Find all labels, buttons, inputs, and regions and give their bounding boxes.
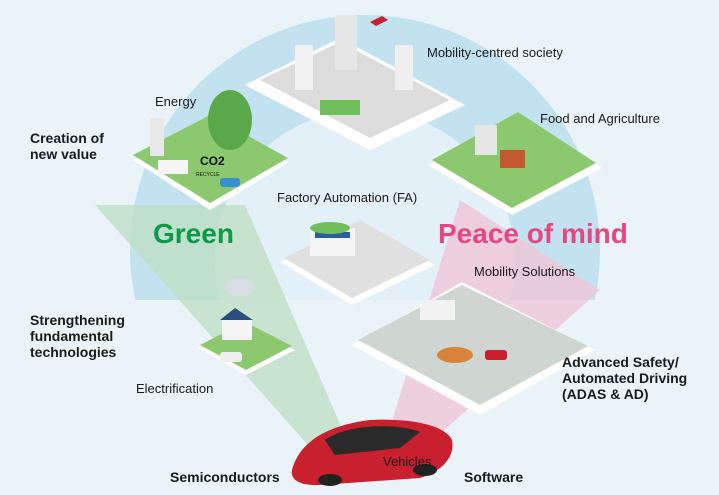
label-factory-automation: Factory Automation (FA) bbox=[277, 190, 418, 205]
co2-text: CO2 bbox=[200, 154, 225, 168]
label-vehicles: Vehicles bbox=[383, 454, 432, 469]
label-adas: Advanced Safety/ Automated Driving (ADAS… bbox=[562, 354, 687, 402]
strengthening-line3: technologies bbox=[30, 344, 117, 361]
adas-line3: (ADAS & AD) bbox=[562, 386, 649, 403]
label-mobility-society: Mobility-centred society bbox=[427, 45, 563, 60]
creation-line1: Creation of bbox=[30, 130, 104, 146]
creation-line2: new value bbox=[30, 146, 97, 163]
label-mobility-solutions: Mobility Solutions bbox=[474, 264, 576, 279]
label-energy: Energy bbox=[155, 94, 197, 109]
label-semiconductors: Semiconductors bbox=[170, 469, 280, 485]
recycle-text: RECYCLE bbox=[196, 172, 220, 178]
strengthening-line1: Strengthening bbox=[30, 312, 125, 328]
energy-tile: CO2 RECYCLE bbox=[133, 90, 288, 210]
label-green: Green bbox=[153, 218, 234, 249]
drone-icon bbox=[370, 16, 388, 26]
adas-line1: Advanced Safety/ bbox=[562, 354, 679, 370]
label-creation-new-value: Creation of new value bbox=[30, 130, 104, 162]
adas-tile bbox=[352, 282, 595, 415]
electrification-tile bbox=[198, 278, 295, 375]
food-agriculture-tile bbox=[428, 112, 602, 215]
label-food-agriculture: Food and Agriculture bbox=[540, 111, 660, 126]
mobility-society-tile bbox=[245, 15, 465, 150]
adas-line2: Automated Driving bbox=[562, 370, 688, 387]
label-peace-of-mind: Peace of mind bbox=[438, 218, 628, 249]
label-strengthening: Strengthening fundamental technologies bbox=[30, 312, 125, 360]
strengthening-line2: fundamental bbox=[30, 328, 114, 345]
cloud-icon bbox=[225, 278, 255, 296]
label-software: Software bbox=[464, 469, 524, 485]
factory-tile bbox=[280, 220, 435, 305]
car bbox=[291, 419, 453, 486]
label-electrification: Electrification bbox=[136, 381, 214, 396]
